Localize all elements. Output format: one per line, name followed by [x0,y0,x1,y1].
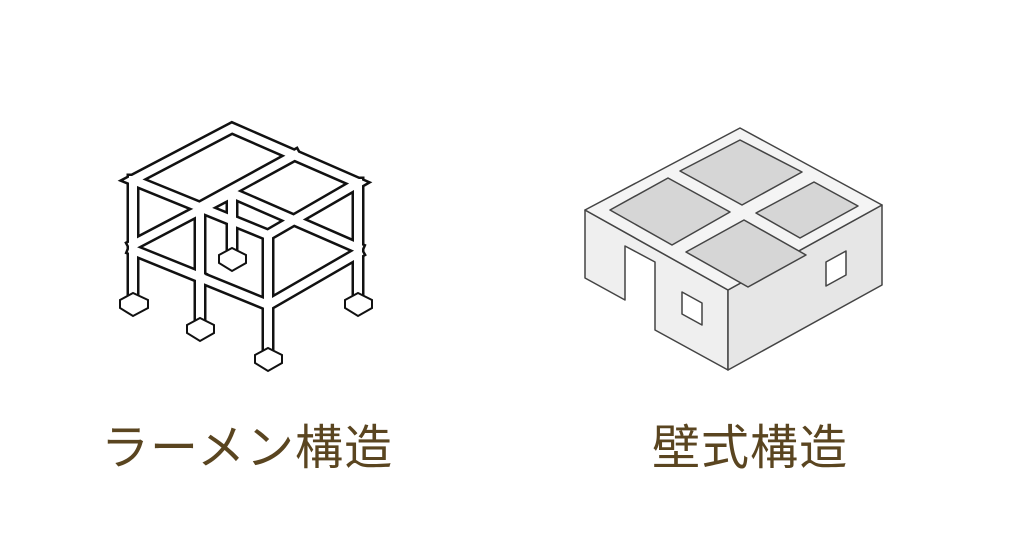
wall-structure-label: 壁式構造 [651,420,849,476]
rahmen-frame-illustration [117,120,373,373]
rahmen-structure-label: ラーメン構造 [100,420,394,476]
wall-structure-illustration [584,127,883,371]
